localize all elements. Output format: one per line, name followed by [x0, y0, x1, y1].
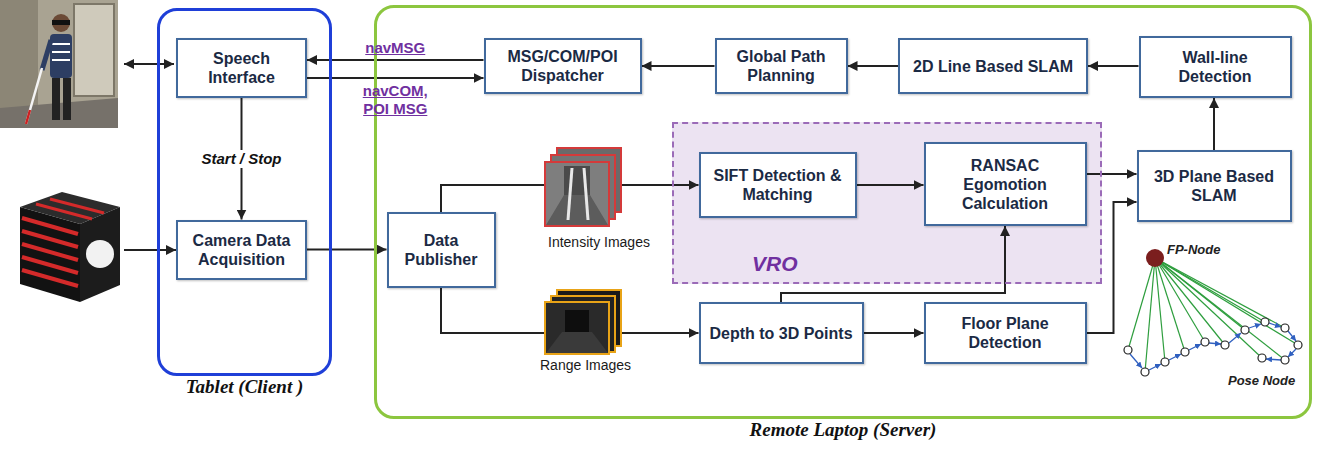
- flow-arrow: [1087, 173, 1137, 175]
- image-caption: Range Images: [540, 357, 631, 374]
- vro-region-fill: [672, 122, 1102, 284]
- flow-arrow: [307, 77, 484, 79]
- flow-arrow: [1213, 98, 1215, 150]
- user-link-arrow: [124, 63, 174, 65]
- process-box: Global Path Planning: [715, 38, 848, 94]
- process-box: Speech Interface: [176, 38, 307, 98]
- flow-arrow: [307, 59, 484, 61]
- box-label: Speech Interface: [186, 49, 297, 87]
- process-box: Wall-line Detection: [1139, 36, 1292, 98]
- edge-label: Start / Stop: [199, 150, 285, 168]
- edge-label: navMSG: [365, 39, 425, 57]
- process-box: MSG/COM/POI Dispatcher: [484, 38, 642, 94]
- flow-arrow: [1088, 65, 1139, 67]
- flow-arrow: [848, 65, 899, 67]
- group-caption: Remote Laptop (Server): [357, 419, 1319, 441]
- process-box: SIFT Detection & Matching: [699, 152, 857, 218]
- intensity-image-stack: [545, 148, 621, 226]
- flow-arrow: [781, 226, 1005, 302]
- group-caption: Tablet (Client ): [140, 376, 349, 398]
- edge-label: navCOM, POI MSG: [349, 82, 441, 118]
- box-label: Depth to 3D Points: [709, 324, 852, 343]
- box-label: RANSAC Egomotion Calculation: [934, 156, 1077, 213]
- box-label: Floor Plane Detection: [934, 314, 1077, 352]
- user-photo: [0, 0, 118, 128]
- server-group: Remote Laptop (Server)MSG/COM/POI Dispat…: [374, 5, 1312, 419]
- camera-cube: [20, 192, 120, 302]
- process-box: 2D Line Based SLAM: [898, 38, 1088, 94]
- flow-arrow: [857, 184, 924, 186]
- vro-group: VRO SIFT Detection & Matching RANSAC Egomo…: [672, 122, 1102, 284]
- process-box: 3D Plane Based SLAM: [1137, 150, 1292, 222]
- graph-label: FP-Node: [1167, 242, 1220, 258]
- box-label: MSG/COM/POI Dispatcher: [494, 47, 632, 85]
- box-label: Global Path Planning: [725, 47, 838, 85]
- client-group: Tablet (Client )Speech InterfaceCamera D…: [157, 8, 332, 376]
- flow-arrow: [642, 65, 715, 67]
- pose-graph: [1124, 249, 1302, 376]
- camera-feed-arrow: [124, 249, 176, 251]
- box-label: SIFT Detection & Matching: [709, 166, 847, 204]
- image-caption: Intensity Images: [548, 234, 650, 251]
- box-label: 3D Plane Based SLAM: [1147, 167, 1282, 205]
- process-box: Depth to 3D Points: [699, 302, 864, 364]
- process-box: Floor Plane Detection: [924, 302, 1087, 364]
- box-label: Data Publisher: [397, 231, 486, 269]
- flow-arrow: [864, 332, 924, 334]
- process-box: Data Publisher: [387, 212, 496, 288]
- process-box: Camera Data Acquisition: [176, 220, 307, 280]
- box-label: Camera Data Acquisition: [186, 231, 297, 269]
- graph-label: Pose Node: [1228, 373, 1295, 389]
- range-image-stack: [545, 290, 621, 354]
- flow-arrow: [1087, 202, 1137, 333]
- box-label: 2D Line Based SLAM: [913, 57, 1073, 76]
- box-label: Wall-line Detection: [1149, 48, 1282, 86]
- group-label: VRO: [752, 252, 798, 276]
- process-box: RANSAC Egomotion Calculation: [924, 142, 1087, 226]
